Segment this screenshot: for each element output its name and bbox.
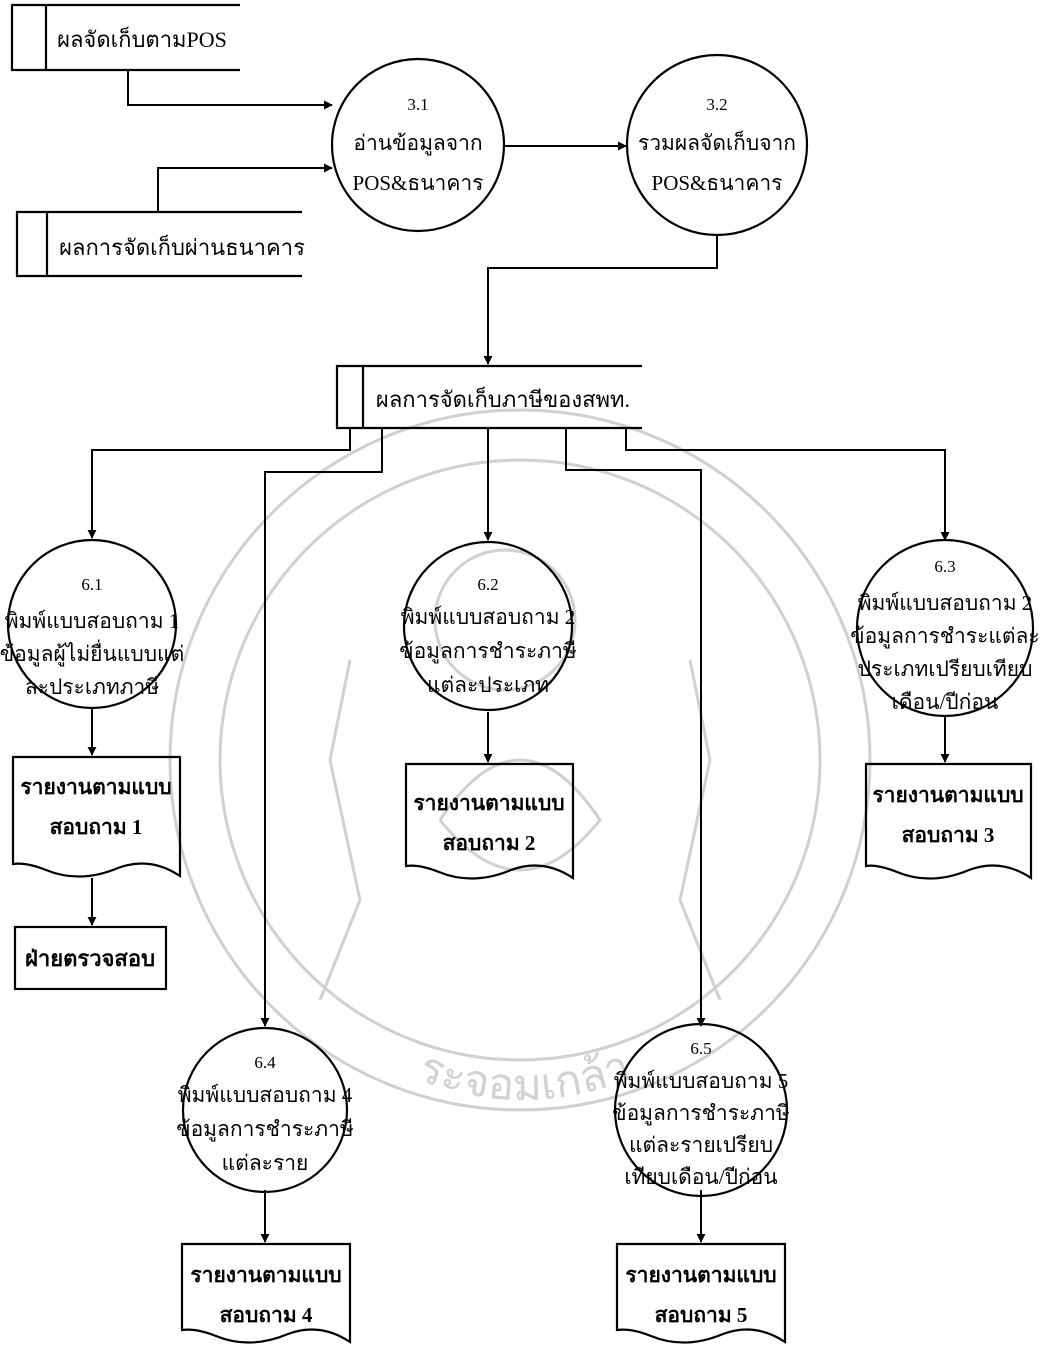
svg-text:สอบถาม 3: สอบถาม 3 bbox=[902, 823, 995, 847]
svg-text:สอบถาม 2: สอบถาม 2 bbox=[443, 831, 536, 855]
flow-tax-to-6-4 bbox=[260, 428, 383, 1027]
svg-text:รายงานตามแบบ: รายงานตามแบบ bbox=[190, 1263, 341, 1287]
svg-text:พิมพ์แบบสอบถาม 2: พิมพ์แบบสอบถาม 2 bbox=[401, 605, 576, 629]
svg-text:รวมผลจัดเก็บจาก: รวมผลจัดเก็บจาก bbox=[638, 129, 796, 155]
data-store-tax-label: ผลการจัดเก็บภาษีของสพท. bbox=[376, 385, 630, 412]
process-6-4: 6.4 พิมพ์แบบสอบถาม 4 ข้อมูลการชำระภาษี แ… bbox=[176, 1026, 354, 1194]
svg-text:ประเภทเปรียบเทียบ: ประเภทเปรียบเทียบ bbox=[858, 657, 1033, 681]
process-6-1: 6.1 พิมพ์แบบสอบถาม 1 ข้อมูลผู้ไม่ยื่นแบบ… bbox=[0, 538, 184, 710]
svg-text:6.1: 6.1 bbox=[81, 575, 102, 594]
flow-tax-to-6-1 bbox=[87, 428, 351, 539]
svg-text:พิมพ์แบบสอบถาม 2: พิมพ์แบบสอบถาม 2 bbox=[858, 591, 1033, 615]
svg-text:พิมพ์แบบสอบถาม 4: พิมพ์แบบสอบถาม 4 bbox=[178, 1083, 353, 1107]
svg-text:6.4: 6.4 bbox=[254, 1053, 276, 1072]
report-2: รายงานตามแบบ สอบถาม 2 bbox=[404, 762, 575, 881]
process-6-2: 6.2 พิมพ์แบบสอบถาม 2 ข้อมูลการชำระภาษี แ… bbox=[399, 540, 577, 712]
svg-text:เทียบเดือน/ปีก่อน: เทียบเดือน/ปีก่อน bbox=[624, 1165, 777, 1189]
svg-text:พิมพ์แบบสอบถาม 1: พิมพ์แบบสอบถาม 1 bbox=[5, 609, 180, 633]
svg-text:สอบถาม 1: สอบถาม 1 bbox=[50, 815, 143, 839]
flow-tax-to-6-5 bbox=[565, 428, 706, 1027]
process-3-1: 3.1 อ่านข้อมูลจาก POS&ธนาคาร bbox=[330, 57, 506, 233]
svg-text:POS&ธนาคาร: POS&ธนาคาร bbox=[353, 171, 484, 195]
svg-text:6.5: 6.5 bbox=[690, 1039, 711, 1058]
data-store-pos-label: ผลจัดเก็บตามPOS bbox=[57, 25, 227, 52]
process-6-3: 6.3 พิมพ์แบบสอบถาม 2 ข้อมูลการชำระแต่ละ … bbox=[850, 538, 1040, 718]
svg-text:6.3: 6.3 bbox=[934, 557, 955, 576]
svg-text:สอบถาม 4: สอบถาม 4 bbox=[220, 1303, 313, 1327]
process-3-2: 3.2 รวมผลจัดเก็บจาก POS&ธนาคาร bbox=[625, 53, 809, 237]
svg-text:เดือน/ปีก่อน: เดือน/ปีก่อน bbox=[892, 690, 999, 714]
flow-tax-to-6-3 bbox=[625, 428, 950, 541]
svg-text:ข้อมูลการชำระแต่ละ: ข้อมูลการชำระแต่ละ bbox=[850, 624, 1039, 649]
data-store-bank: ผลการจัดเก็บผ่านธนาคาร bbox=[15, 210, 305, 278]
report-1: รายงานตามแบบ สอบถาม 1 bbox=[11, 755, 182, 879]
svg-text:รายงานตามแบบ: รายงานตามแบบ bbox=[413, 791, 564, 815]
svg-text:แต่ละราย: แต่ละราย bbox=[222, 1151, 309, 1175]
svg-text:สอบถาม 5: สอบถาม 5 bbox=[655, 1303, 748, 1327]
flow-lines bbox=[87, 70, 950, 1243]
svg-text:ข้อมูลผู้ไม่ยื่นแบบแต่: ข้อมูลผู้ไม่ยื่นแบบแต่ bbox=[0, 639, 184, 667]
svg-text:แต่ละรายเปรียบ: แต่ละรายเปรียบ bbox=[629, 1133, 773, 1157]
svg-text:พิมพ์แบบสอบถาม 5: พิมพ์แบบสอบถาม 5 bbox=[614, 1069, 789, 1093]
report-4: รายงานตามแบบ สอบถาม 4 bbox=[180, 1242, 352, 1345]
svg-text:แต่ละประเภท: แต่ละประเภท bbox=[427, 673, 549, 697]
svg-text:ข้อมูลการชำระภาษี: ข้อมูลการชำระภาษี bbox=[612, 1101, 790, 1126]
svg-text:รายงานตามแบบ: รายงานตามแบบ bbox=[20, 775, 171, 799]
svg-text:รายงานตามแบบ: รายงานตามแบบ bbox=[625, 1263, 776, 1287]
watermark-seal: ระจอมเกล้า bbox=[168, 408, 872, 1112]
data-store-tax: ผลการจัดเก็บภาษีของสพท. bbox=[335, 364, 642, 430]
flow-pos-to-3-1 bbox=[127, 70, 333, 110]
svg-text:ข้อมูลการชำระภาษี: ข้อมูลการชำระภาษี bbox=[176, 1117, 354, 1142]
svg-text:POS&ธนาคาร: POS&ธนาคาร bbox=[652, 171, 783, 195]
entity-audit-label: ฝ่ายตรวจสอบ bbox=[25, 946, 155, 971]
svg-text:รายงานตามแบบ: รายงานตามแบบ bbox=[872, 783, 1023, 807]
process-6-5: 6.5 พิมพ์แบบสอบถาม 5 ข้อมูลการชำระภาษี แ… bbox=[612, 1022, 790, 1198]
flow-bank-to-3-1 bbox=[157, 163, 333, 212]
report-3: รายงานตามแบบ สอบถาม 3 bbox=[864, 762, 1033, 881]
data-store-bank-label: ผลการจัดเก็บผ่านธนาคาร bbox=[59, 233, 305, 260]
svg-text:ละประเภทภาษี: ละประเภทภาษี bbox=[25, 675, 159, 699]
report-5: รายงานตามแบบ สอบถาม 5 bbox=[615, 1242, 787, 1345]
data-store-pos: ผลจัดเก็บตามPOS bbox=[10, 3, 240, 72]
svg-text:3.1: 3.1 bbox=[407, 95, 428, 114]
flow-3-2-to-tax-store bbox=[483, 236, 718, 365]
svg-text:3.2: 3.2 bbox=[706, 95, 727, 114]
entity-audit: ฝ่ายตรวจสอบ bbox=[13, 925, 168, 991]
svg-text:6.2: 6.2 bbox=[477, 575, 498, 594]
svg-text:อ่านข้อมูลจาก: อ่านข้อมูลจาก bbox=[353, 131, 482, 156]
svg-text:ข้อมูลการชำระภาษี: ข้อมูลการชำระภาษี bbox=[399, 639, 577, 664]
